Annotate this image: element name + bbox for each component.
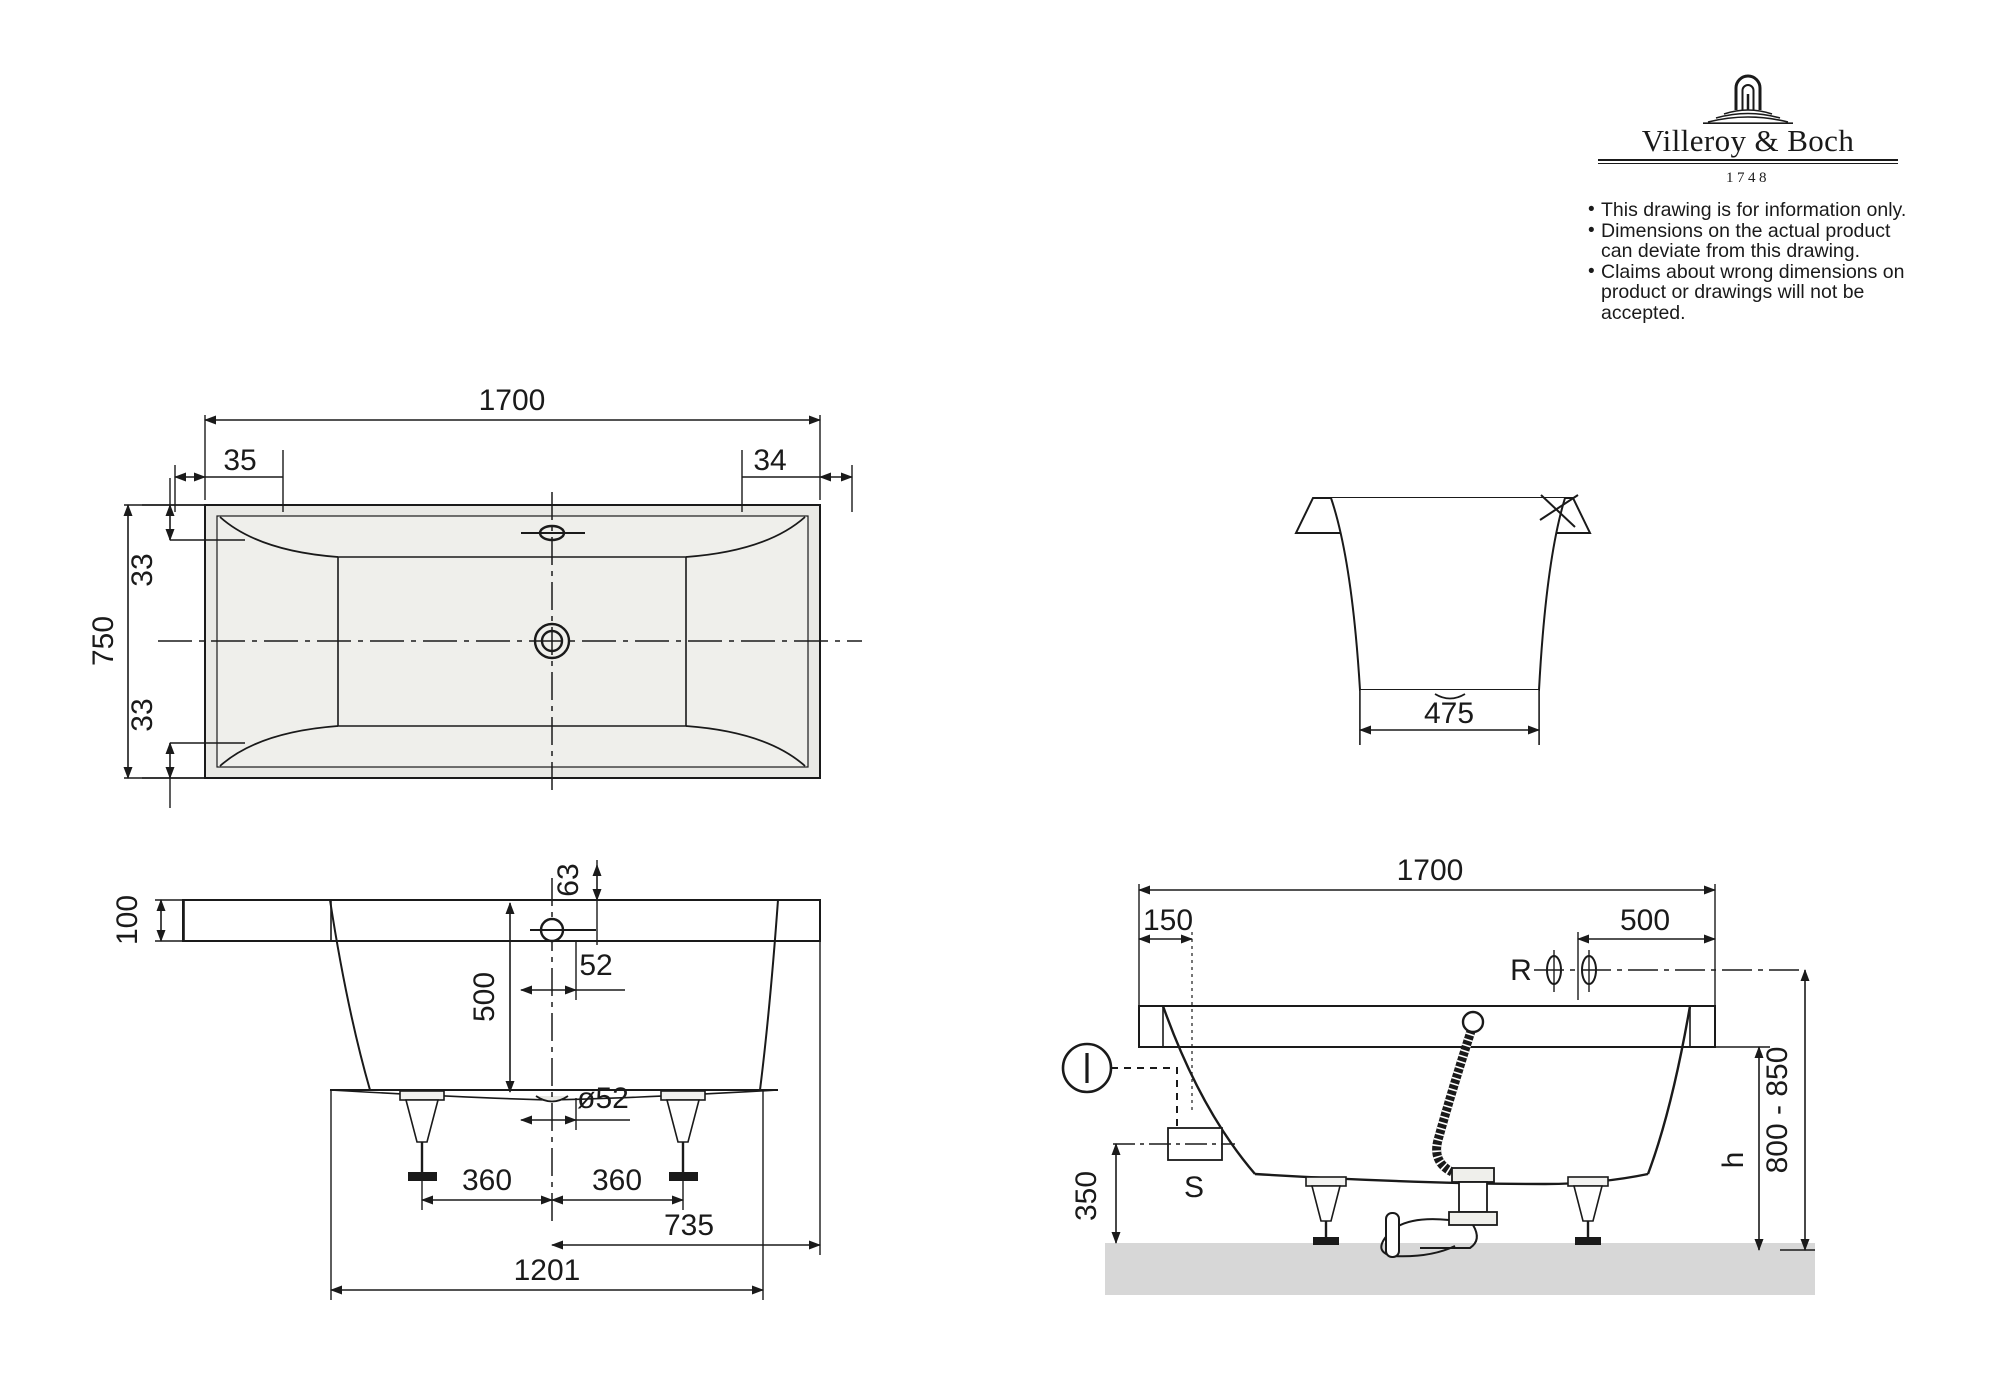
supply-leader-line: [1111, 1067, 1178, 1128]
bullet-icon: •: [1588, 260, 1595, 282]
dimension-500-section: 500: [468, 902, 515, 1093]
dimension-label: 33: [126, 698, 159, 731]
dimension-63-section: 63: [552, 860, 602, 945]
dimension-35-plan: 35: [174, 444, 283, 512]
dimension-label: 33: [126, 553, 159, 586]
note-item: • Claims about wrong dimensions on: [1588, 260, 1908, 283]
overflow-symbol-section: [530, 917, 596, 943]
note-text: can deviate from this drawing.: [1601, 240, 1861, 262]
dimension-label: 475: [1424, 697, 1474, 730]
top-plan-view: 1700 35 34 750: [87, 384, 862, 808]
dimension-52-section: 52: [520, 940, 625, 1000]
dimension-label: 52: [579, 949, 612, 982]
dimension-360-right-section: 360: [551, 1145, 684, 1210]
overflow-hose: [1432, 1010, 1485, 1177]
dimension-33-top-plan: 33: [126, 504, 245, 587]
dimension-1700-install: 1700: [1138, 854, 1716, 1006]
support-foot-right-install: [1567, 1176, 1609, 1245]
front-section-view: 100 63 500 52: [111, 860, 821, 1300]
dimension-label: 100: [111, 895, 144, 945]
dimension-label: 350: [1070, 1171, 1103, 1221]
dimension-label: 1700: [1397, 854, 1464, 887]
dimension-label: 360: [462, 1164, 512, 1197]
dimension-1201-section: 1201: [330, 1090, 764, 1300]
supply-symbol: [1061, 1042, 1113, 1094]
waste-connection-marker: R: [1510, 950, 1800, 992]
floor-band: [1105, 1243, 1815, 1295]
drain-symbol: [533, 622, 571, 660]
dimension-label: 1700: [479, 384, 546, 417]
brand-name: Villeroy & Boch: [1641, 123, 1855, 158]
support-foot-left-install: [1305, 1176, 1347, 1245]
corner-cross-mark: [1539, 494, 1579, 528]
dimension-label: 34: [753, 444, 786, 477]
overflow-symbol: [521, 524, 585, 542]
dimension-label: 35: [223, 444, 256, 477]
brand-rule-thin: [1598, 162, 1898, 164]
note-text: product or drawings will not be: [1601, 281, 1865, 303]
dimension-800-850-install: 800 - 850: [1761, 969, 1815, 1251]
dimension-150-install: 150: [1138, 904, 1193, 1110]
socket-box: S: [1113, 1127, 1235, 1204]
dimension-500-install: 500: [1577, 904, 1716, 1000]
socket-label: S: [1184, 1171, 1204, 1204]
dimension-33-bottom-plan: 33: [126, 698, 245, 779]
dimension-h-install: h: [1690, 1046, 1770, 1251]
dimension-350-install: 350: [1070, 1143, 1121, 1244]
installation-view: 1700 150 500 R: [1061, 854, 1815, 1295]
dimension-label: 360: [592, 1164, 642, 1197]
dimension-label: 800 - 850: [1761, 1047, 1794, 1174]
waste-trap: [1380, 1167, 1498, 1258]
note-text: accepted.: [1601, 301, 1686, 324]
note-item: • Dimensions on the actual product: [1588, 219, 1908, 242]
bullet-icon: •: [1588, 199, 1595, 220]
end-elevation-view: 475: [1294, 494, 1592, 745]
dimension-475-end: 475: [1359, 690, 1540, 745]
dimension-label: 150: [1143, 904, 1193, 937]
note-item: • This drawing is for information only.: [1588, 199, 1908, 221]
dimension-label: 750: [87, 616, 120, 666]
disclaimer-notes: • This drawing is for information only. …: [1588, 199, 1908, 324]
dimension-360-left-section: 360: [421, 1145, 553, 1210]
bullet-icon: •: [1588, 219, 1595, 241]
dimension-label: 500: [1620, 904, 1670, 937]
dimension-735-section: 735: [551, 941, 821, 1255]
note-text: Dimensions on the actual product: [1601, 219, 1891, 242]
dimension-label: ø52: [577, 1082, 629, 1115]
dimension-100-section: 100: [111, 895, 183, 945]
dimension-label: 500: [468, 972, 501, 1022]
brand-rule-thick: [1598, 158, 1898, 161]
dimension-d52-section: ø52: [520, 1082, 630, 1130]
dimension-label: 1201: [514, 1254, 581, 1287]
brand-year: 1748: [1726, 169, 1770, 186]
dimension-label: 63: [552, 863, 585, 896]
note-text: This drawing is for information only.: [1601, 199, 1907, 221]
brand-logo-block: Villeroy & Boch 1748: [1598, 72, 1898, 187]
dimension-label: 735: [664, 1209, 714, 1242]
dimension-1700-plan: 1700: [204, 384, 821, 500]
dimension-34-plan: 34: [742, 444, 853, 512]
waste-connection-label: R: [1510, 954, 1532, 987]
note-text: Claims about wrong dimensions on: [1601, 260, 1905, 283]
height-symbol-label: h: [1717, 1152, 1750, 1169]
fountain-logo-icon: [1703, 74, 1793, 124]
